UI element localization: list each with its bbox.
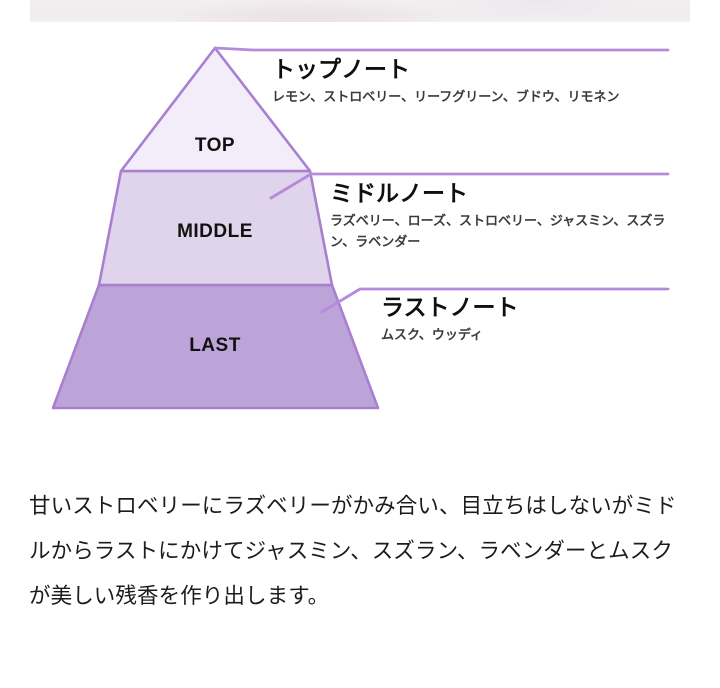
note-callout-middle: ミドルノート ラズベリー、ローズ、ストロベリー、ジャスミン、スズラン、ラベンダー <box>330 180 690 252</box>
note-callout-last: ラストノート ムスク、ウッディ <box>381 294 701 346</box>
note-ingredients-last: ムスク、ウッディ <box>381 327 483 343</box>
connector-line-last <box>320 287 670 314</box>
connector-line-top <box>213 46 670 52</box>
note-callout-top: トップノート レモン、ストロベリー、リーフグリーン、ブドウ、リモネン <box>272 56 672 108</box>
pyramid-tier-label-top: TOP <box>194 135 236 156</box>
product-photo-band <box>30 0 690 22</box>
note-ingredients-top: レモン、ストロベリー、リーフグリーン、ブドウ、リモネン <box>272 89 620 105</box>
pyramid-tier-label-middle: MIDDLE <box>177 221 253 242</box>
pyramid-graphic <box>51 46 670 410</box>
fragrance-note-pyramid: TOP MIDDLE LAST トップノート レモン、ストロベリー、リーフグリー… <box>0 22 720 422</box>
fragrance-description-text: 甘いストロベリーにラズベリーがかみ合い、目立ちはしないがミドルからラストにかけて… <box>29 493 677 608</box>
connector-line-middle <box>269 172 670 200</box>
note-title-last: ラストノート <box>381 294 519 320</box>
pyramid-tier-label-last: LAST <box>189 335 241 356</box>
note-title-middle: ミドルノート <box>330 180 468 206</box>
note-title-top: トップノート <box>272 56 410 82</box>
note-ingredients-middle: ラズベリー、ローズ、ストロベリー、ジャスミン、スズラン、ラベンダー <box>330 213 666 249</box>
pyramid-tier-top <box>119 46 312 173</box>
